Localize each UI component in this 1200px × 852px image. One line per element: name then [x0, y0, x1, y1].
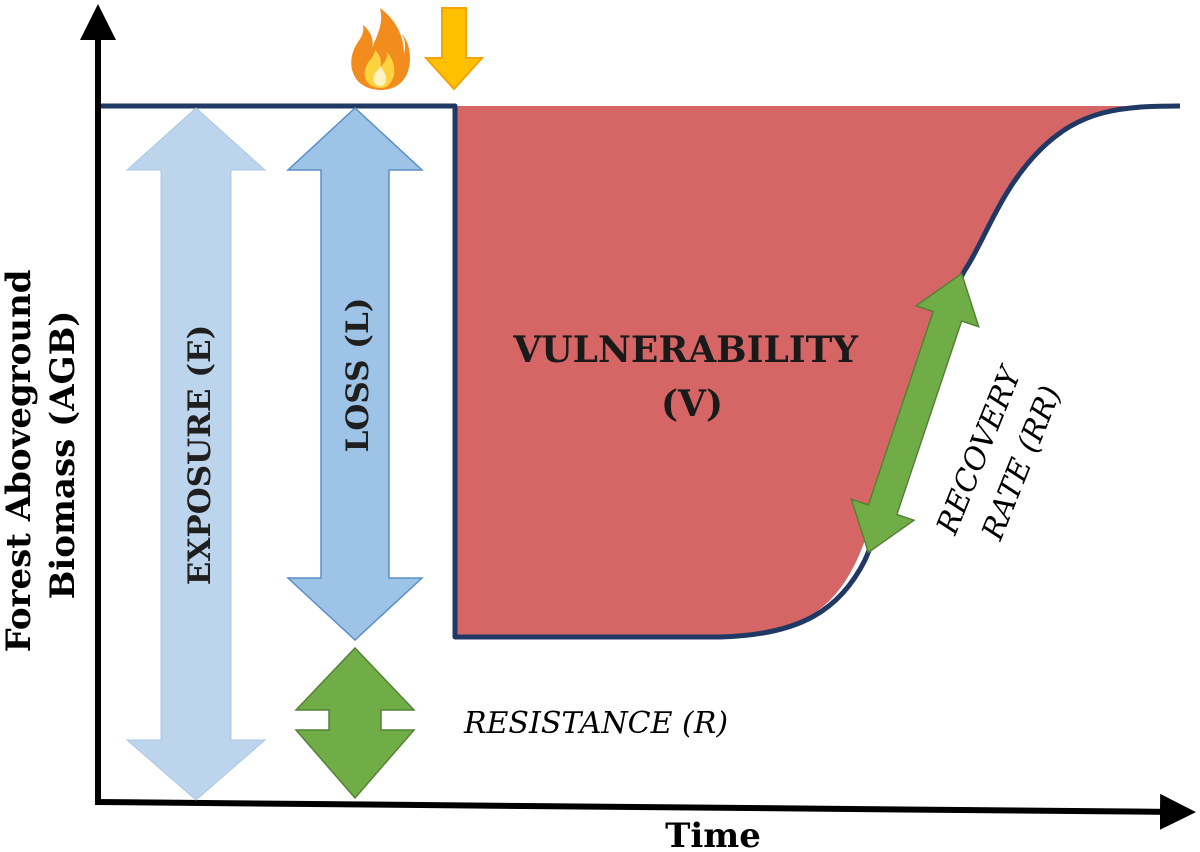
y-axis-label: Forest Aboveground Biomass (AGB)	[0, 258, 83, 653]
y-axis-label-line2: Biomass (AGB)	[43, 311, 83, 600]
x-axis	[94, 793, 1196, 830]
y-axis-label-line1: Forest Aboveground	[0, 269, 39, 652]
exposure-arrow	[125, 107, 267, 801]
exposure-label: EXPOSURE (E)	[182, 325, 218, 586]
vulnerability-label: VULNERABILITY (V)	[512, 329, 870, 425]
vulnerability-label-line1: VULNERABILITY	[512, 329, 859, 371]
vulnerability-label-line2: (V)	[661, 383, 723, 425]
fire-icon	[351, 8, 410, 90]
recovery-rate-arrow	[850, 272, 980, 554]
loss-label: LOSS (L)	[340, 298, 376, 453]
recovery-rate-label: RECOVERY RATE (RR)	[930, 354, 1073, 557]
vulnerability-area	[455, 106, 1180, 637]
resistance-arrow	[294, 646, 416, 800]
resistance-label: RESISTANCE (R)	[463, 706, 728, 741]
x-axis-label: Time	[665, 816, 761, 852]
down-arrow-icon	[423, 7, 485, 91]
loss-arrow	[286, 106, 424, 642]
